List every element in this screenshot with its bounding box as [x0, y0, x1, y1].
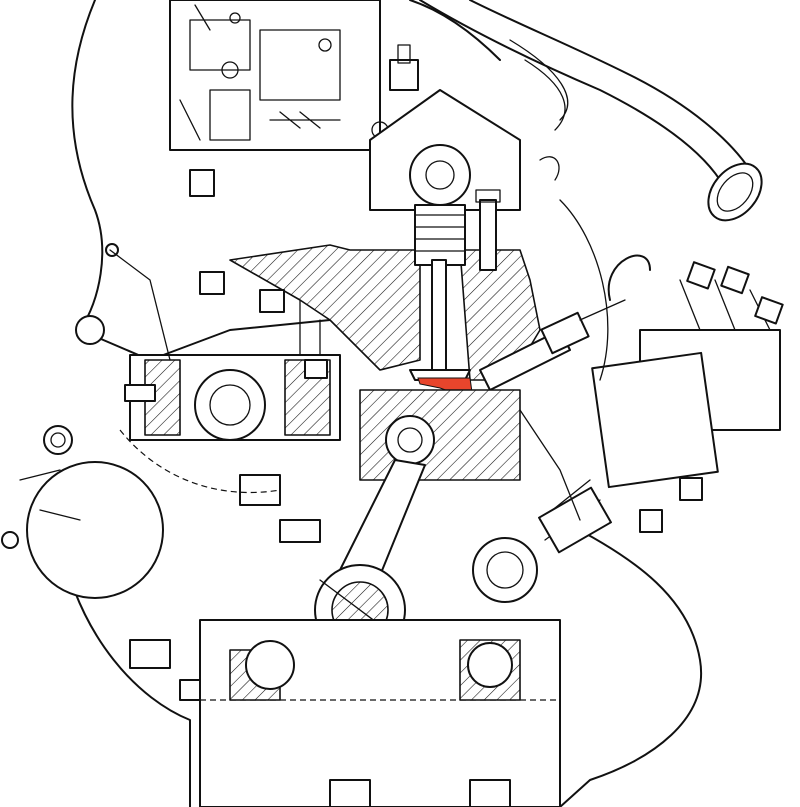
crankcase — [124, 354, 341, 543]
alternator-pulley — [1, 425, 164, 599]
detail-lines — [19, 199, 609, 521]
distributor — [591, 254, 784, 489]
cylinder-head — [229, 89, 560, 381]
spark-plug — [479, 299, 626, 391]
oil-pan — [119, 429, 561, 807]
carburetor-assembly — [169, 0, 419, 151]
intake-pipe — [419, 0, 763, 222]
bolts — [75, 169, 703, 807]
camshaft-gear — [472, 479, 612, 603]
piston-connecting-rod — [314, 389, 521, 656]
